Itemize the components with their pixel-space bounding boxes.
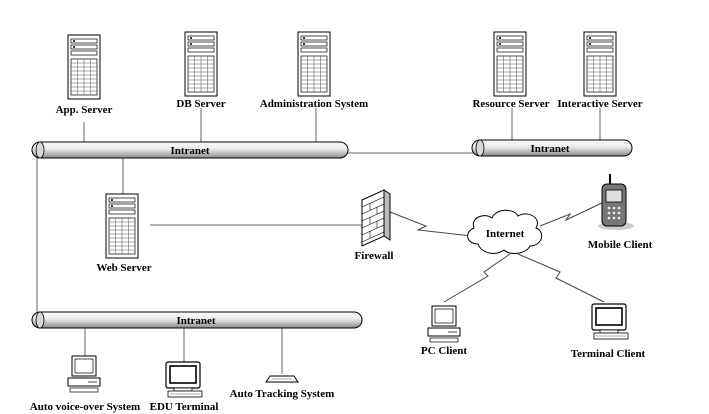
app-server: App. Server bbox=[56, 34, 113, 116]
auto-voiceover-system: Auto voice-over System bbox=[30, 355, 140, 413]
web-server-label: Web Server bbox=[96, 262, 151, 274]
intranet-bottom: Intranet bbox=[31, 311, 363, 329]
terminal-client: Terminal Client bbox=[571, 303, 646, 360]
terminal-client-label: Terminal Client bbox=[571, 348, 646, 360]
firewall-label: Firewall bbox=[355, 250, 394, 262]
interactive-server-label: Interactive Server bbox=[557, 98, 642, 110]
server-icon bbox=[184, 31, 218, 97]
intranet-top-right: Intranet bbox=[471, 139, 633, 157]
mobile-client: Mobile Client bbox=[588, 174, 653, 251]
pc-client: PC Client bbox=[421, 305, 467, 357]
server-icon bbox=[105, 193, 139, 259]
cloud-icon bbox=[467, 209, 543, 254]
administration-system: Administration System bbox=[260, 31, 368, 110]
administration-system-label: Administration System bbox=[260, 98, 368, 110]
internet-label: Internet bbox=[486, 228, 525, 240]
connection-lines bbox=[36, 108, 601, 374]
intranet-top-left-label: Intranet bbox=[170, 145, 209, 157]
auto-voiceover-label: Auto voice-over System bbox=[30, 401, 140, 413]
intranet-top-left: Intranet bbox=[31, 141, 349, 159]
internet: Internet bbox=[467, 209, 543, 254]
web-server: Web Server bbox=[96, 193, 152, 274]
terminal-icon bbox=[591, 303, 629, 340]
mobile-phone-icon bbox=[598, 174, 634, 230]
server-icon bbox=[67, 34, 101, 100]
terminal-icon bbox=[165, 361, 203, 398]
interactive-server: Interactive Server bbox=[557, 31, 643, 110]
wireless-links bbox=[389, 201, 605, 303]
server-icon bbox=[493, 31, 527, 97]
db-server: DB Server bbox=[176, 31, 226, 110]
app-server-label: App. Server bbox=[56, 104, 113, 116]
pc-icon bbox=[427, 305, 461, 343]
server-icon bbox=[297, 31, 331, 97]
auto-tracking-label: Auto Tracking System bbox=[230, 388, 335, 400]
firewall: Firewall bbox=[355, 189, 394, 262]
intranet-bottom-label: Intranet bbox=[176, 315, 215, 327]
server-icon bbox=[583, 31, 617, 97]
auto-tracking-system: Auto Tracking System bbox=[230, 375, 335, 400]
tracking-device-icon bbox=[265, 375, 299, 383]
intranet-top-right-label: Intranet bbox=[530, 143, 569, 155]
resource-server: Resource Server bbox=[472, 31, 550, 110]
mobile-client-label: Mobile Client bbox=[588, 239, 653, 251]
edu-terminal: EDU Terminal bbox=[150, 361, 219, 413]
edu-terminal-label: EDU Terminal bbox=[150, 401, 219, 413]
db-server-label: DB Server bbox=[176, 98, 225, 110]
pc-client-label: PC Client bbox=[421, 345, 467, 357]
pc-icon bbox=[67, 355, 101, 393]
firewall-icon bbox=[361, 189, 391, 247]
resource-server-label: Resource Server bbox=[472, 98, 549, 110]
